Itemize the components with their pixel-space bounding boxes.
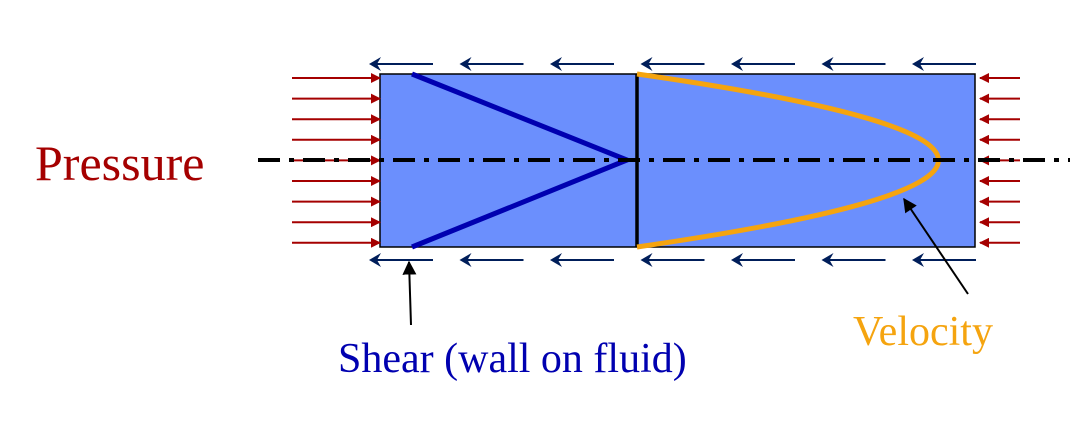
shear-arrow [821, 253, 886, 267]
shear-arrows-bottom [369, 253, 976, 267]
shear-arrow [731, 253, 795, 267]
shear-arrow [912, 253, 976, 267]
shear-label: Shear (wall on fluid) [338, 336, 687, 382]
shear-arrow [821, 57, 886, 71]
shear-arrow [912, 57, 976, 71]
shear-arrow [369, 253, 433, 267]
velocity-label: Velocity [853, 309, 993, 355]
shear-arrow [550, 57, 614, 71]
shear-arrow [369, 57, 433, 71]
shear-arrow [459, 57, 524, 71]
shear-arrows-top [369, 57, 976, 71]
shear-arrow [640, 253, 705, 267]
shear-arrow [550, 253, 614, 267]
pressure-arrows-left [292, 73, 381, 248]
shear-arrow [459, 253, 524, 267]
shear-arrow [731, 57, 795, 71]
pressure-label: Pressure [35, 135, 204, 191]
shear-arrow [640, 57, 705, 71]
velocity-pointer-arrow [903, 197, 969, 295]
shear-pointer-arrow [402, 260, 417, 326]
